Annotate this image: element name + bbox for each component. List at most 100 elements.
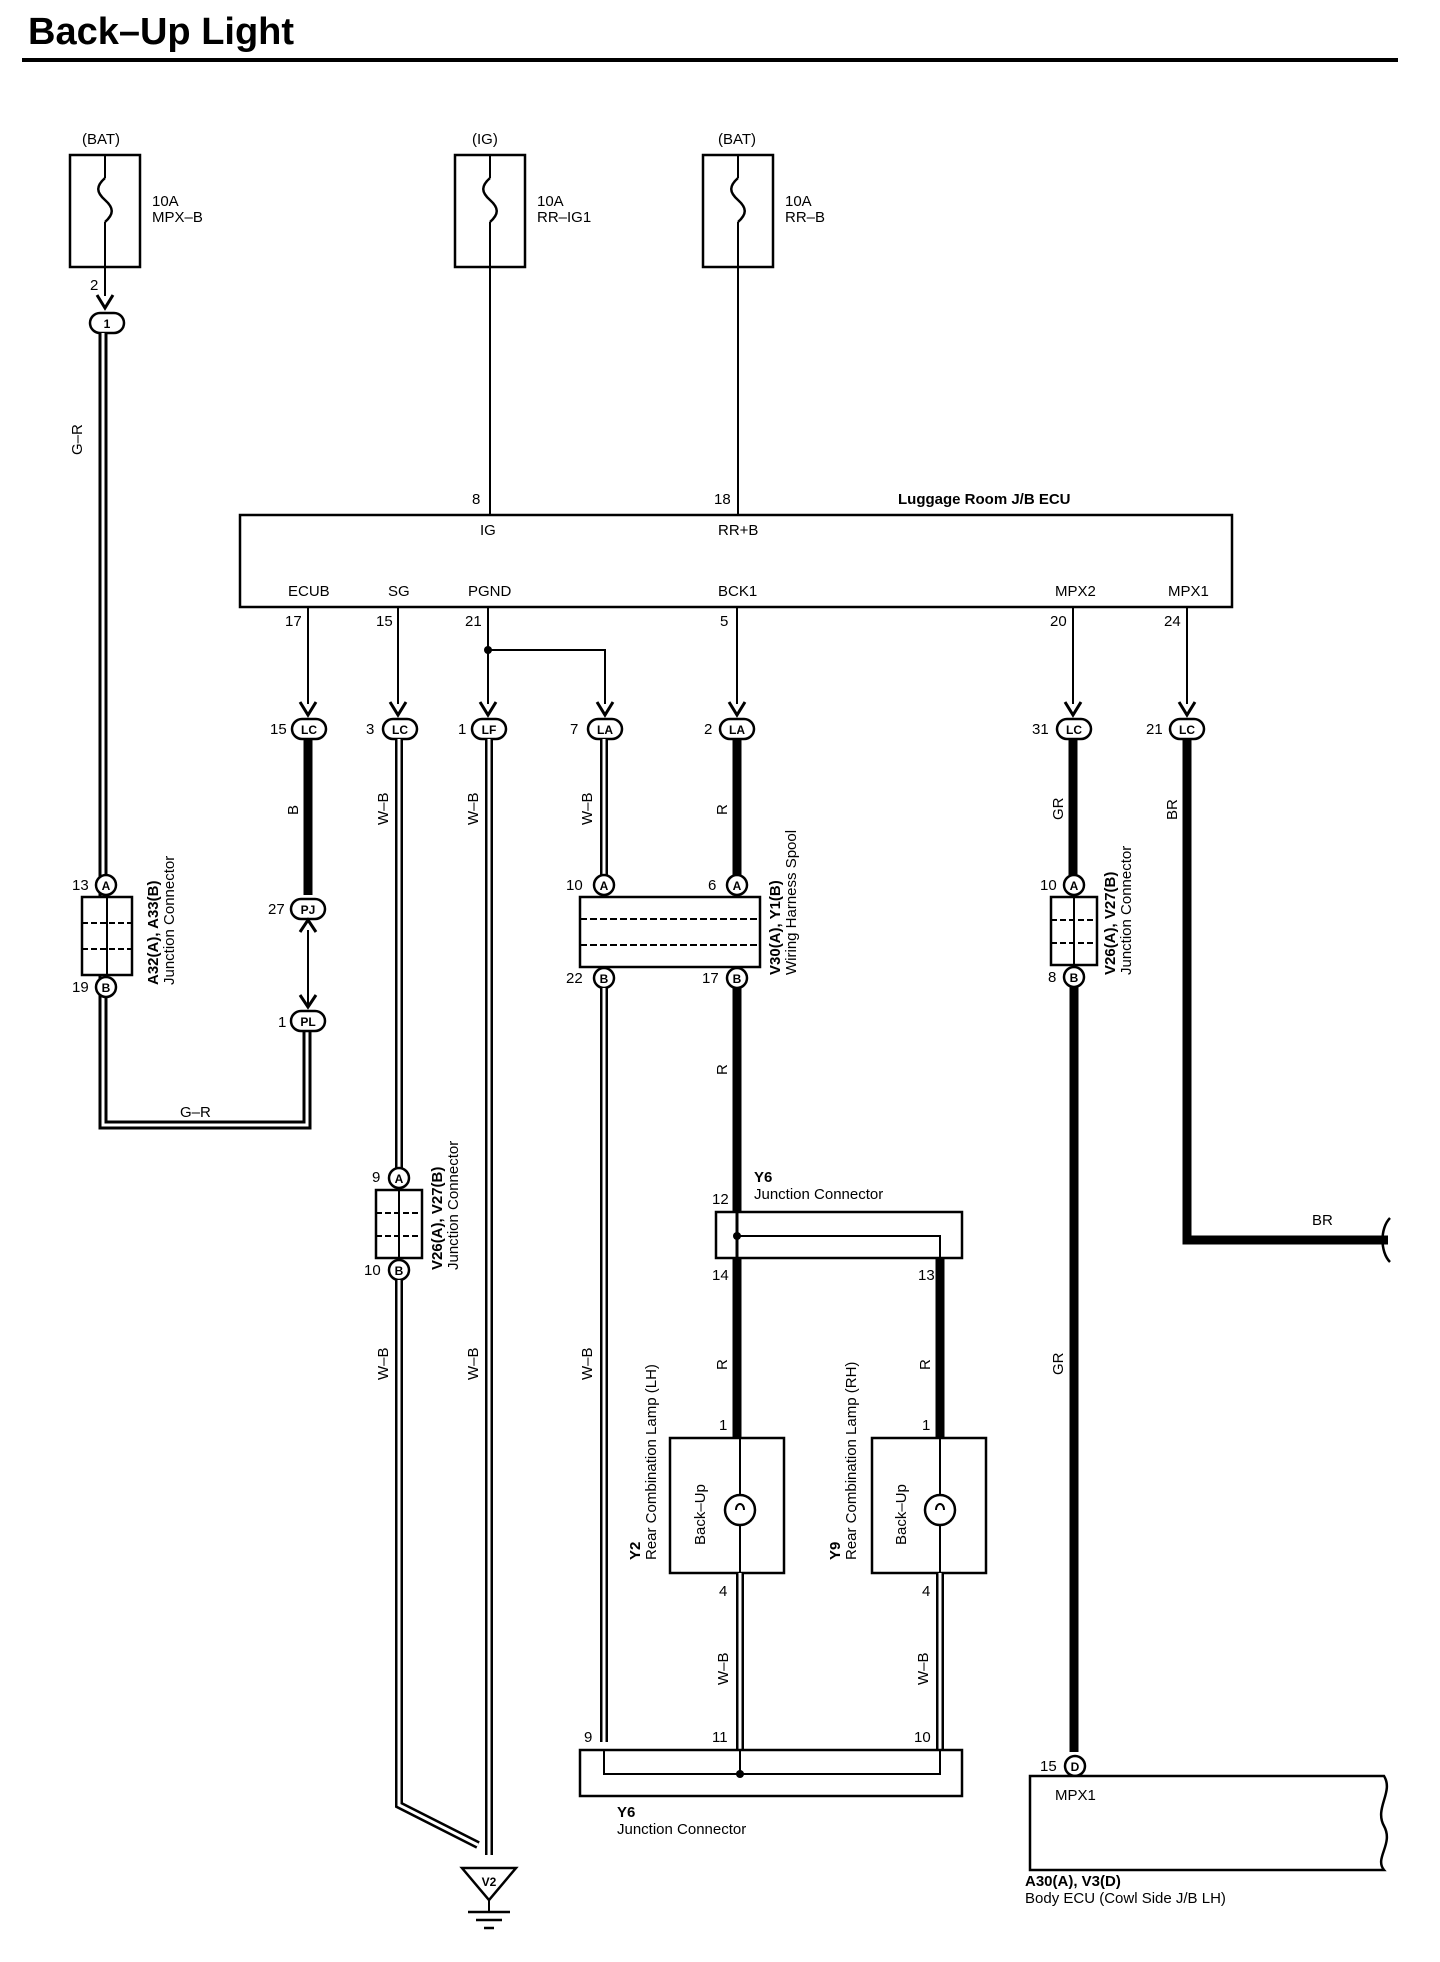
connector-lc-3: 3 LC [366, 717, 419, 741]
wire-color-label: BR [1312, 1212, 1333, 1229]
ecu-name: Luggage Room J/B ECU [898, 491, 1071, 508]
wire-color-label: R [714, 804, 731, 815]
svg-text:A: A [102, 879, 111, 893]
wire-color-label: R [714, 1064, 731, 1075]
pin-number: 10 [914, 1729, 931, 1746]
connector-name: V26(A), V27(B) [1102, 872, 1119, 975]
pin-number: 10 [364, 1262, 381, 1279]
svg-text:2: 2 [704, 721, 712, 738]
pin-number: 10 [1040, 877, 1057, 894]
arrow-icon [298, 917, 318, 933]
svg-text:27: 27 [268, 901, 285, 918]
connector-desc: Junction Connector [754, 1186, 883, 1203]
fuse-source: (IG) [472, 131, 498, 148]
pin-label: MPX2 [1055, 583, 1096, 600]
junction-connector-a32: A 13 B 19 A32(A), A33(B) Junction Connec… [72, 856, 178, 999]
pin-number: 14 [712, 1267, 729, 1284]
connector-desc: Wiring Harness Spool [783, 830, 800, 975]
fuse-icon [482, 177, 498, 223]
fuse-name: RR–IG1 [537, 209, 591, 226]
fuse-rating: 10A [785, 193, 812, 210]
ecu-desc: Body ECU (Cowl Side J/B LH) [1025, 1890, 1226, 1907]
connector-name: V26(A), V27(B) [429, 1167, 446, 1270]
page-title: Back–Up Light [28, 11, 294, 53]
wire-color-label: W–B [465, 1347, 482, 1380]
pin-number: 5 [720, 613, 728, 630]
pin-number: 11 [712, 1729, 728, 1746]
pin-number: 1 [719, 1417, 727, 1434]
wire-color-label: GR [1050, 1352, 1067, 1375]
wire-color-label: W–B [375, 792, 392, 825]
pin-number: 20 [1050, 613, 1067, 630]
connector-la-7: 7 LA [570, 717, 624, 741]
svg-text:LC: LC [1066, 723, 1082, 737]
wire-color-label: W–B [715, 1652, 732, 1685]
fuse-rr-b: (BAT) 10A RR–B [701, 131, 825, 269]
arrow-icon [388, 701, 408, 718]
pin-number: 2 [90, 277, 98, 294]
connector-desc: Junction Connector [1118, 846, 1135, 975]
connector-name: A32(A), A33(B) [145, 881, 162, 985]
connector-pj-27: 27 PJ [268, 897, 327, 921]
junction-connector-y6-top: Y6 Junction Connector 12 14 13 [712, 1169, 964, 1284]
pin-number: 6 [708, 877, 716, 894]
arrow-icon [298, 701, 318, 718]
svg-text:LF: LF [482, 723, 497, 737]
svg-text:A: A [1070, 879, 1079, 893]
fuse-name: RR–B [785, 209, 825, 226]
lamp-code: Y9 [827, 1542, 844, 1560]
connector-desc: Junction Connector [617, 1821, 746, 1838]
connector-name: V30(A), Y1(B) [767, 880, 784, 975]
connector-lc-15: 15 LC [270, 717, 328, 741]
connector-name: Y6 [617, 1804, 635, 1821]
pin-number: 19 [72, 979, 89, 996]
lamp-label: Back–Up [692, 1484, 709, 1545]
bulb-icon [923, 1493, 957, 1527]
svg-text:A: A [600, 879, 609, 893]
fuse-name: MPX–B [152, 209, 203, 226]
arrow-icon [298, 994, 318, 1010]
svg-text:LA: LA [597, 723, 613, 737]
pin-number: 22 [566, 970, 583, 987]
svg-text:B: B [733, 972, 742, 986]
bulb-icon [723, 1493, 757, 1527]
pin-label: MPX1 [1168, 583, 1209, 600]
junction-connector-v26-mpx: 10 A B 8 V26(A), V27(B) Junction Connect… [1040, 846, 1135, 989]
rear-combination-lamp-rh: 1 Back–Up Y9 Rear Combination Lamp (RH) … [827, 1362, 988, 1600]
rear-combination-lamp-lh: 1 Back–Up Y2 Rear Combination Lamp (LH) … [627, 1364, 786, 1600]
pin-number: 17 [285, 613, 302, 630]
lamp-code: Y2 [627, 1542, 644, 1560]
junction-connector-v26-sg: 9 A B 10 V26(A), V27(B) Junction Connect… [364, 1141, 462, 1282]
pin-number: 15 [376, 613, 393, 630]
pin-number: 18 [714, 491, 731, 508]
svg-text:B: B [102, 981, 111, 995]
fuse-icon [97, 177, 113, 223]
luggage-room-jb-ecu: Luggage Room J/B ECU 8 IG 18 RR+B ECUB S… [238, 267, 1234, 630]
svg-text:B: B [600, 972, 609, 986]
junction-connector-y6-bottom: 9 11 10 Y6 Junction Connector [578, 1729, 964, 1838]
svg-text:31: 31 [1032, 721, 1049, 738]
svg-text:PJ: PJ [301, 903, 316, 917]
connector-lf-1: 1 LF [458, 717, 508, 741]
wire-color-label: G–R [180, 1104, 211, 1121]
lamp-label: Back–Up [893, 1484, 910, 1545]
lamp-name: Rear Combination Lamp (LH) [643, 1364, 660, 1560]
svg-text:A: A [733, 879, 742, 893]
connector-desc: Junction Connector [445, 1141, 462, 1270]
fuse-mpx-b: (BAT) 10A MPX–B [68, 131, 203, 269]
svg-text:1: 1 [278, 1014, 286, 1031]
svg-text:LA: LA [729, 723, 745, 737]
break-icon [1381, 1217, 1391, 1263]
pin-label: PGND [468, 583, 512, 600]
pin-label: RR+B [718, 522, 758, 539]
fuse-source: (BAT) [718, 131, 756, 148]
wire-color-label: GR [1050, 797, 1067, 820]
pin-label: BCK1 [718, 583, 757, 600]
connector-1: 1 [88, 311, 126, 335]
fuse-icon [730, 177, 746, 223]
svg-text:21: 21 [1146, 721, 1163, 738]
arrow-icon [1063, 701, 1083, 718]
pin-number: 10 [566, 877, 583, 894]
